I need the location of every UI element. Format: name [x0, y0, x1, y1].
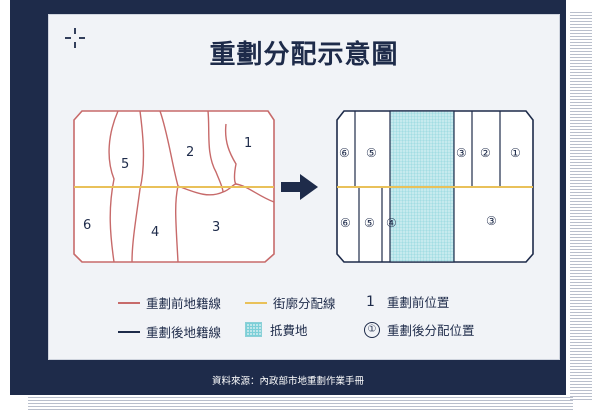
background-stripe-bottom [28, 396, 573, 410]
background-stripe-right [570, 10, 592, 400]
dark-line-swatch [118, 330, 140, 333]
after-top-label-5: ⑤ [366, 146, 377, 160]
before-label-5: 5 [121, 157, 129, 172]
before-labels: 1 2 5 6 4 3 [83, 136, 252, 240]
after-bottom-label-4: ④ [386, 216, 397, 230]
after-map [336, 110, 534, 263]
yellow-line-swatch [245, 301, 267, 304]
after-bottom-label-6: ⑥ [340, 216, 351, 230]
before-label-3: 3 [212, 220, 220, 235]
legend-before-position: 1 重劃前位置 [366, 293, 450, 311]
before-label-2: 2 [186, 145, 194, 160]
after-top-label-6: ⑥ [339, 146, 350, 160]
before-label-6: 6 [83, 218, 91, 233]
frame: 重劃分配示意圖 1 2 5 6 4 3 [10, 0, 566, 395]
after-labels: ⑥ ⑤ ③ ② ① ⑥ ⑤ ④ ③ [339, 146, 521, 230]
diagram: 1 2 5 6 4 3 [73, 110, 534, 263]
source-note: 資料來源：內政部市地重劃作業手冊 [211, 376, 364, 387]
after-top-label-1: ① [510, 146, 521, 160]
legend-after-boundary: 重劃後地籍線 [118, 322, 221, 341]
before-map [73, 110, 275, 263]
page-title: 重劃分配示意圖 [209, 40, 399, 70]
after-bottom-label-5: ⑤ [364, 216, 375, 230]
after-top-label-3: ③ [456, 146, 467, 160]
before-label-1: 1 [244, 136, 252, 151]
right-arrow-icon [281, 174, 318, 200]
red-line-swatch [118, 301, 140, 304]
card: 重劃分配示意圖 1 2 5 6 4 3 [48, 14, 560, 360]
crosshair-icon [65, 28, 85, 48]
after-bottom-label-3: ③ [486, 214, 497, 228]
legend-street-line: 街廓分配線 [245, 293, 336, 312]
legend-after-position: ① 重劃後分配位置 [364, 320, 475, 339]
legend-before-boundary: 重劃前地籍線 [118, 293, 221, 312]
after-top-label-2: ② [480, 146, 491, 160]
grid-swatch [245, 322, 262, 337]
before-label-4: 4 [151, 225, 159, 240]
legend-offset-land: 抵費地 [245, 320, 308, 339]
